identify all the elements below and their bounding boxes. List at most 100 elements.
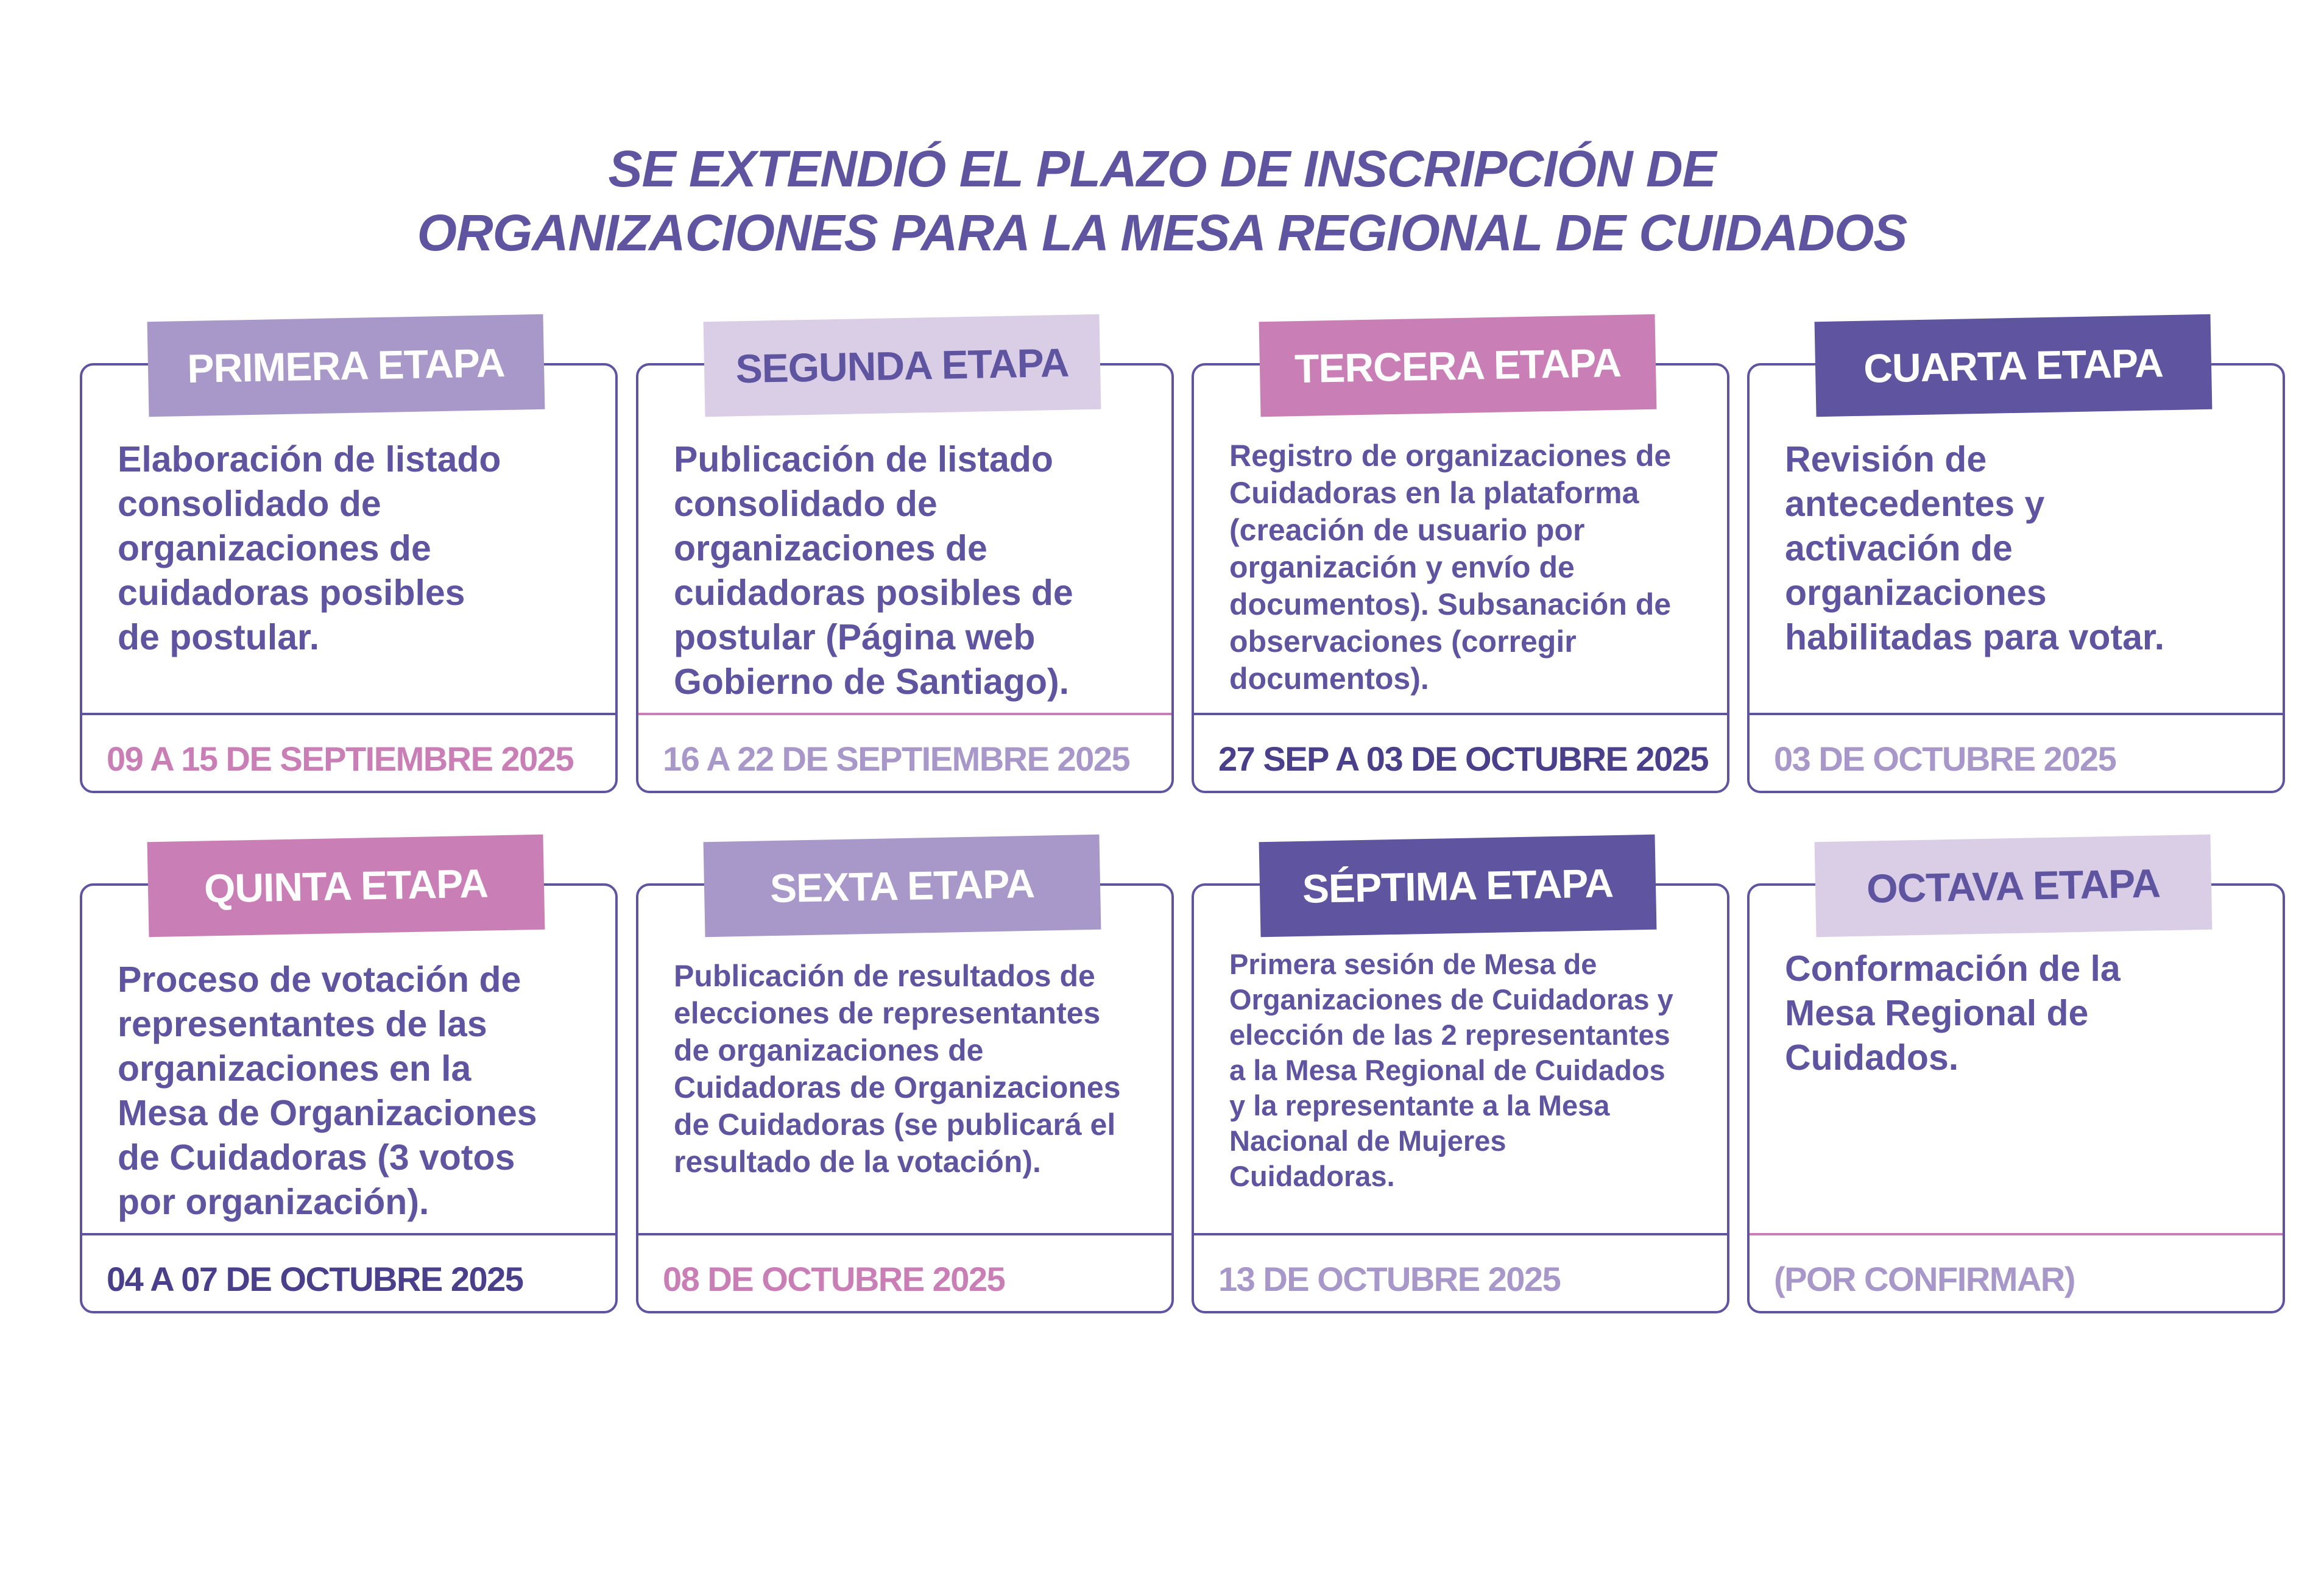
divider	[1750, 713, 2283, 715]
description-line: de organizaciones de	[674, 1033, 984, 1067]
stage-label: CUARTA ETAPA	[1814, 314, 2213, 417]
description-line: Elaboración de listado	[118, 439, 501, 479]
stage-card: TERCERA ETAPA Registro de organizaciones…	[1192, 314, 1729, 793]
stage-date: 04 A 07 DE OCTUBRE 2025	[107, 1245, 609, 1312]
description-line: Registro de organizaciones de	[1229, 439, 1672, 473]
description-line: Publicación de listado	[674, 439, 1053, 479]
stage-date-text: 03 DE OCTUBRE 2025	[1774, 739, 2117, 778]
stage-label-text: OCTAVA ETAPA	[1866, 860, 2161, 911]
description-line: Mesa de Organizaciones	[118, 1093, 537, 1133]
divider	[1750, 1233, 2283, 1235]
stage-card: PRIMERA ETAPA Elaboración de listado cons…	[80, 314, 618, 793]
stage-date: 08 DE OCTUBRE 2025	[663, 1245, 1165, 1312]
stage-date-text: (POR CONFIRMAR)	[1774, 1259, 2075, 1298]
stage-date-text: 08 DE OCTUBRE 2025	[663, 1259, 1006, 1298]
page-title: SE EXTENDIÓ EL PLAZO DE INSCRIPCIÓN DE O…	[0, 137, 2324, 265]
stage-date-text: 16 A 22 DE SEPTIEMBRE 2025	[663, 739, 1131, 778]
stage-label: SÉPTIMA ETAPA	[1259, 834, 1657, 938]
description-line: organizaciones en la	[118, 1048, 472, 1089]
description-line: representantes de las	[118, 1004, 487, 1044]
description-line: cuidadoras posibles	[118, 573, 465, 613]
stage-label-text: PRIMERA ETAPA	[186, 340, 506, 391]
divider	[638, 1233, 1171, 1235]
stage-date: 27 SEP A 03 DE OCTUBRE 2025	[1218, 725, 1721, 792]
description-line: consolidado de	[118, 484, 381, 524]
description-line: Revisión de	[1785, 439, 1987, 479]
stage-label-text: CUARTA ETAPA	[1863, 340, 2164, 391]
description-line: y la representante a la Mesa	[1229, 1089, 1610, 1122]
description-line: consolidado de	[674, 484, 938, 524]
description-line: habilitadas para votar.	[1785, 617, 2165, 657]
divider	[1194, 713, 1727, 715]
description-line: Organizaciones de Cuidadoras y	[1229, 983, 1673, 1016]
stage-label: SEXTA ETAPA	[703, 834, 1101, 938]
stage-label-text: QUINTA ETAPA	[203, 860, 489, 911]
title-line-1: SE EXTENDIÓ EL PLAZO DE INSCRIPCIÓN DE	[608, 140, 1716, 197]
divider	[1194, 1233, 1727, 1235]
description-line: Nacional de Mujeres	[1229, 1125, 1506, 1157]
stage-label-text: SEXTA ETAPA	[769, 860, 1035, 911]
stage-card: SEGUNDA ETAPA Publicación de listado cons…	[636, 314, 1174, 793]
stage-label-text: SEGUNDA ETAPA	[735, 339, 1070, 392]
description-line: organizaciones de	[674, 528, 987, 568]
stage-date-text: 27 SEP A 03 DE OCTUBRE 2025	[1218, 739, 1709, 778]
stage-label: SEGUNDA ETAPA	[703, 314, 1101, 417]
description-line: postular (Página web	[674, 617, 1036, 657]
description-line: por organización).	[118, 1182, 429, 1222]
description-line: cuidadoras posibles de	[674, 573, 1073, 613]
stage-label: OCTAVA ETAPA	[1814, 834, 2213, 938]
stage-date: 13 DE OCTUBRE 2025	[1218, 1245, 1721, 1312]
stage-label: TERCERA ETAPA	[1259, 314, 1657, 417]
stage-date: (POR CONFIRMAR)	[1774, 1245, 2276, 1312]
stage-date: 16 A 22 DE SEPTIEMBRE 2025	[663, 725, 1165, 792]
stage-label: PRIMERA ETAPA	[147, 314, 545, 417]
description-line: Primera sesión de Mesa de	[1229, 948, 1597, 980]
description-line: documentos). Subsanación de	[1229, 587, 1672, 621]
title-line-2: ORGANIZACIONES PARA LA MESA REGIONAL DE …	[417, 204, 1908, 261]
description-line: activación de	[1785, 528, 2013, 568]
stage-date: 03 DE OCTUBRE 2025	[1774, 725, 2276, 792]
description-line: Conformación de la	[1785, 949, 2121, 989]
description-line: Mesa Regional de	[1785, 993, 2089, 1033]
description-line: de Cuidadoras (3 votos	[118, 1137, 515, 1178]
description-line: (creación de usuario por	[1229, 513, 1585, 547]
description-line: organizaciones de	[118, 528, 431, 568]
stage-label-text: SÉPTIMA ETAPA	[1302, 860, 1614, 911]
description-line: elecciones de representantes	[674, 996, 1101, 1030]
stage-date-text: 13 DE OCTUBRE 2025	[1218, 1259, 1561, 1298]
divider	[82, 713, 615, 715]
stage-label-text: TERCERA ETAPA	[1294, 339, 1622, 392]
description-line: Cuidadoras de Organizaciones	[674, 1070, 1121, 1104]
description-line: organizaciones	[1785, 573, 2047, 613]
divider	[638, 713, 1171, 715]
description-line: elección de las 2 representantes	[1229, 1019, 1670, 1051]
description-line: de Cuidadoras (se publicará el	[674, 1108, 1116, 1142]
description-line: Cuidadoras.	[1229, 1160, 1395, 1192]
description-line: Publicación de resultados de	[674, 959, 1095, 993]
description-line: Proceso de votación de	[118, 959, 521, 1000]
stage-date-text: 04 A 07 DE OCTUBRE 2025	[107, 1259, 524, 1298]
stage-card: SEXTA ETAPA Publicación de resultados de…	[636, 834, 1174, 1313]
description-line: Cuidadoras en la plataforma	[1229, 476, 1639, 510]
stage-label: QUINTA ETAPA	[147, 834, 545, 938]
divider	[82, 1233, 615, 1235]
description-line: resultado de la votación).	[674, 1145, 1041, 1179]
description-line: organización y envío de	[1229, 550, 1575, 584]
description-line: Cuidados.	[1785, 1037, 1959, 1078]
description-line: documentos).	[1229, 662, 1429, 696]
description-line: Gobierno de Santiago).	[674, 662, 1070, 702]
stage-date-text: 09 A 15 DE SEPTIEMBRE 2025	[107, 739, 574, 778]
stage-date: 09 A 15 DE SEPTIEMBRE 2025	[107, 725, 609, 792]
